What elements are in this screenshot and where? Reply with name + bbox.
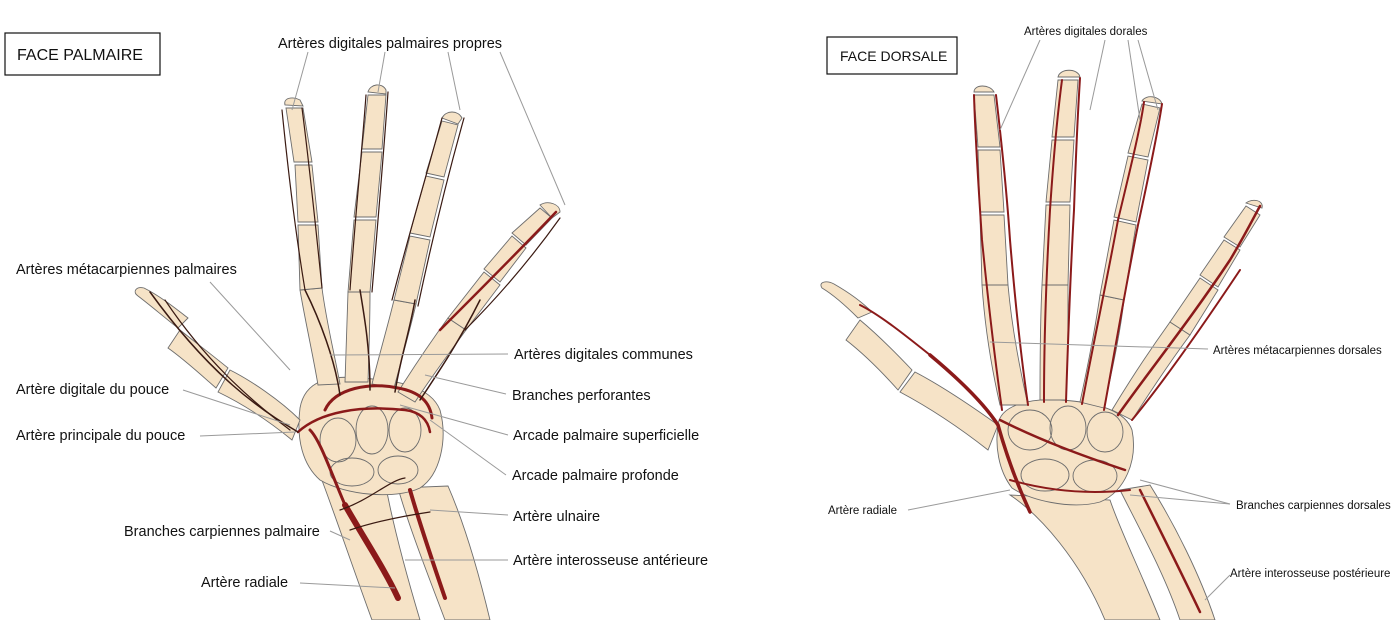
dorsal-finger-little xyxy=(1169,199,1263,336)
label-radiale-palmar: Artère radiale xyxy=(201,575,288,591)
palmar-title: FACE PALMAIRE xyxy=(17,47,143,64)
dorsal-arteries xyxy=(859,77,1262,614)
palmar-leader-lines xyxy=(182,51,566,589)
dorsal-labels: Artères digitales dorales Artères métaca… xyxy=(828,26,1391,580)
label-interosseuse-anterieure: Artère interosseuse antérieure xyxy=(513,553,708,569)
dorsal-hand xyxy=(820,69,1263,620)
label-digitales-dorsales: Artères digitales dorales xyxy=(1024,26,1148,38)
label-arcade-profonde: Arcade palmaire profonde xyxy=(512,468,679,484)
label-arcade-superficielle: Arcade palmaire superficielle xyxy=(513,428,699,444)
label-interosseuse-posterieure: Artère interosseuse postérieure xyxy=(1230,568,1390,580)
palmar-finger-index xyxy=(284,97,323,291)
label-principale-pouce: Artère principale du pouce xyxy=(16,428,185,444)
label-carpiennes-dorsales: Branches carpiennes dorsales xyxy=(1236,500,1391,512)
palmar-finger-middle xyxy=(347,84,387,293)
label-radiale-dorsal: Artère radiale xyxy=(828,505,897,517)
palmar-metacarpals xyxy=(299,287,467,403)
label-ulnaire: Artère ulnaire xyxy=(513,509,600,525)
palmar-title-box: FACE PALMAIRE xyxy=(4,32,161,76)
palmar-hand xyxy=(134,84,561,620)
palmar-finger-ring xyxy=(393,111,463,305)
label-branches-perforantes: Branches perforantes xyxy=(512,388,651,404)
dorsal-radius-bone xyxy=(1008,494,1161,620)
palmar-labels: Artères digitales palmaires propres Artè… xyxy=(16,36,708,591)
dorsal-leader-lines xyxy=(907,39,1231,601)
label-digitale-pouce: Artère digitale du pouce xyxy=(16,382,169,398)
label-digitales-palmaires-propres: Artères digitales palmaires propres xyxy=(278,36,502,52)
dorsal-title-box: FACE DORSALE xyxy=(826,36,958,75)
dorsal-metacarpals xyxy=(981,284,1191,421)
dorsal-thumb xyxy=(820,281,999,451)
label-carpiennes-palmaire: Branches carpiennes palmaire xyxy=(124,524,320,540)
palmar-finger-little xyxy=(447,202,561,331)
label-metacarpiennes-palmaires: Artères métacarpiennes palmaires xyxy=(16,262,237,278)
dorsal-carpal-block xyxy=(996,399,1134,506)
label-digitales-communes: Artères digitales communes xyxy=(514,347,693,363)
dorsal-title: FACE DORSALE xyxy=(840,48,947,64)
label-metacarpiennes-dorsales: Artères métacarpiennes dorsales xyxy=(1213,345,1382,357)
palmar-arteries xyxy=(149,91,561,601)
